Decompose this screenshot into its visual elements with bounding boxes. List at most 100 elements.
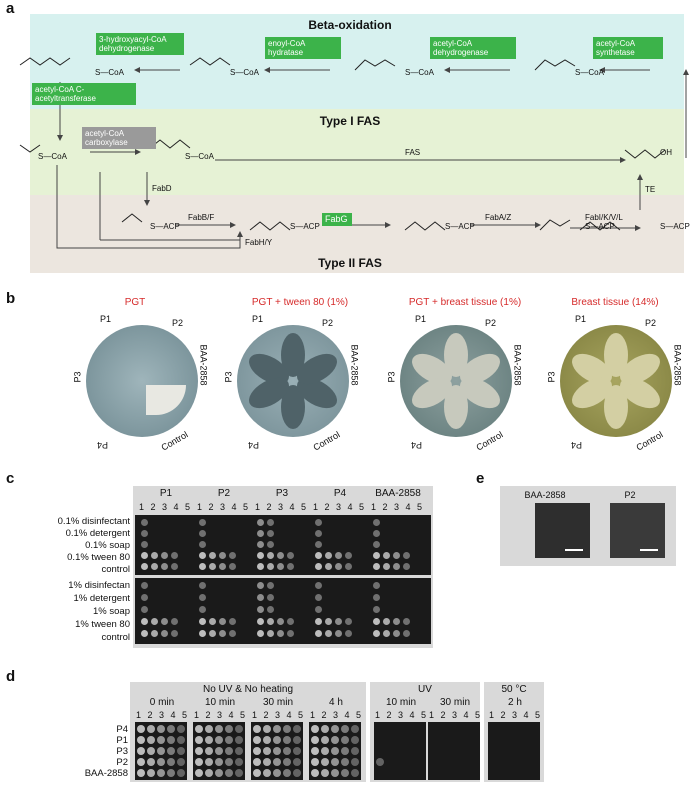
label-fabbf: FabB/F — [188, 213, 215, 222]
colony-spot — [325, 618, 332, 625]
colony-spot — [257, 530, 264, 537]
colony-spot — [257, 606, 264, 613]
colony-spot — [341, 725, 349, 733]
colony-spot — [171, 552, 178, 559]
colony-spot — [351, 747, 359, 755]
sector-baa: BAA-2858 — [672, 344, 683, 386]
sector-p2: P2 — [322, 318, 334, 328]
colony-spot — [287, 563, 294, 570]
plate-breast-tissue — [560, 325, 672, 437]
row-label: 0.1% detergent — [65, 528, 130, 539]
dilution-numbers: 1 2 3 4 5 — [136, 710, 188, 720]
panel-e-label-p2: P2 — [624, 490, 636, 500]
colony-spot — [199, 519, 206, 526]
colony-spot — [331, 758, 339, 766]
colony-spot — [177, 769, 185, 777]
colony-spot — [315, 530, 322, 537]
colony-spot — [311, 725, 319, 733]
colony-spot — [263, 736, 271, 744]
label-scoa: S—CoA — [95, 68, 124, 77]
colony-spot — [293, 747, 301, 755]
colony-spot — [383, 630, 390, 637]
plate-title-2: PGT + tween 80 (1%) — [251, 297, 349, 308]
colony-spot — [263, 758, 271, 766]
colony-spot — [147, 769, 155, 777]
colony-spot — [253, 725, 261, 733]
colony-spot — [335, 563, 342, 570]
plate-title-3: PGT + breast tissue (1%) — [408, 297, 522, 308]
colony-spot — [177, 758, 185, 766]
sector-baa: BAA-2858 — [198, 344, 209, 386]
dilution-numbers: 1 2 3 4 5 — [255, 502, 307, 512]
label-fabd: FabD — [152, 184, 172, 193]
colony-spot — [267, 552, 274, 559]
dilution-numbers: 1 2 3 4 5 — [375, 710, 427, 720]
panel-label-a: a — [6, 0, 15, 17]
colony-spot — [141, 530, 148, 537]
colony-spot — [141, 552, 148, 559]
colony-spot — [335, 630, 342, 637]
colony-spot — [283, 736, 291, 744]
label-sacp: S—ACP — [290, 222, 320, 231]
sector-p2: P2 — [172, 318, 184, 328]
colony-spot — [277, 552, 284, 559]
colony-spot — [225, 725, 233, 733]
colony-spot — [293, 758, 301, 766]
sector-p4: P4 — [571, 440, 583, 450]
colony-spot — [199, 606, 206, 613]
colony-spot — [235, 747, 243, 755]
dilution-numbers: 1 2 3 4 5 — [371, 502, 423, 512]
sector-p4: P4 — [411, 440, 423, 450]
group-no-uv: No UV & No heating — [202, 684, 294, 695]
label-scoa: S—CoA — [405, 68, 434, 77]
type2-fas-band — [30, 195, 684, 273]
colony-spot — [141, 519, 148, 526]
colony-spot — [171, 563, 178, 570]
strain-header: P1 — [159, 488, 173, 499]
colony-spot — [373, 530, 380, 537]
colony-spot — [315, 618, 322, 625]
colony-spot — [331, 725, 339, 733]
colony-spot — [315, 630, 322, 637]
colony-spot — [351, 725, 359, 733]
colony-spot — [311, 736, 319, 744]
colony-spot — [315, 582, 322, 589]
colony-spot — [267, 530, 274, 537]
colony-spot — [311, 758, 319, 766]
colony-spot — [325, 563, 332, 570]
colony-spot — [373, 594, 380, 601]
colony-spot — [277, 563, 284, 570]
colony-spot — [331, 736, 339, 744]
micrograph-p2 — [610, 503, 665, 558]
plate-pgt-breast — [400, 325, 512, 437]
colony-spot — [253, 758, 261, 766]
panel-e-label-baa: BAA-2858 — [524, 490, 566, 500]
colony-spot — [257, 630, 264, 637]
dilution-numbers: 1 2 3 4 5 — [489, 710, 541, 720]
spot-panel-d — [374, 722, 426, 780]
colony-spot — [315, 563, 322, 570]
label-sacp: S—ACP — [585, 222, 615, 231]
colony-spot — [383, 552, 390, 559]
colony-spot — [257, 594, 264, 601]
colony-spot — [205, 758, 213, 766]
colony-spot — [315, 552, 322, 559]
colony-spot — [209, 618, 216, 625]
colony-spot — [199, 630, 206, 637]
colony-spot — [157, 747, 165, 755]
sector-p2: P2 — [645, 318, 657, 328]
row-label: 1% tween 80 — [75, 619, 130, 630]
colony-spot — [273, 725, 281, 733]
label-oh: OH — [660, 148, 672, 157]
colony-spot — [373, 519, 380, 526]
colony-spot — [235, 758, 243, 766]
scale-bar — [640, 549, 658, 551]
colony-spot — [277, 618, 284, 625]
colony-spot — [157, 725, 165, 733]
colony-spot — [205, 747, 213, 755]
colony-spot — [141, 594, 148, 601]
beta-oxidation-band — [30, 14, 684, 109]
row-label: control — [101, 632, 130, 643]
sector-p1: P1 — [252, 314, 264, 324]
colony-spot — [267, 618, 274, 625]
